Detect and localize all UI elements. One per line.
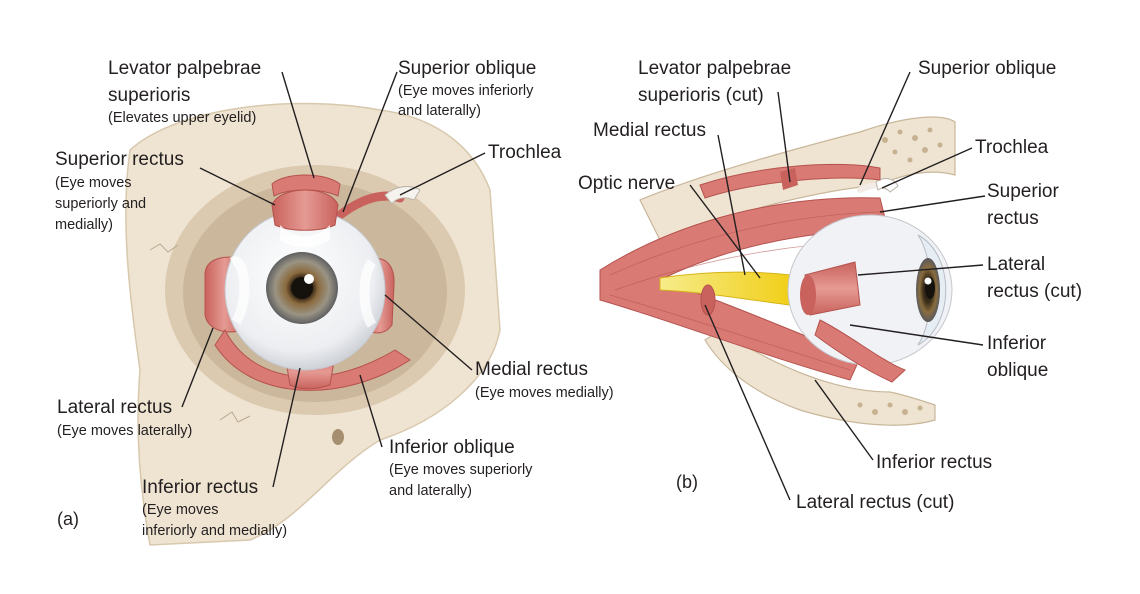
label-levator-palpebrae-line2: superioris <box>108 85 191 106</box>
leader-lines <box>181 71 986 501</box>
label-superior-oblique-a: Superior oblique <box>398 58 537 79</box>
label-lateral-rectus-a: Lateral rectus <box>57 397 173 418</box>
label-medial-rectus-a-note: (Eye moves medially) <box>475 385 614 401</box>
label-trochlea-a: Trochlea <box>488 142 562 163</box>
label-trochlea-b: Trochlea <box>975 137 1049 158</box>
label-superior-oblique-a-note1: (Eye moves inferiorly <box>398 83 534 99</box>
superior-rectus-muscle <box>271 189 339 231</box>
inferior-oblique-muscle <box>214 329 411 391</box>
label-superior-oblique-b: Superior oblique <box>918 58 1057 79</box>
label-superior-rectus-b-line1: Superior <box>987 181 1059 202</box>
medial-rectus-cut <box>700 284 716 316</box>
label-inferior-rectus-a-note2: inferiorly and medially) <box>142 523 288 539</box>
inferior-oblique-muscle-b <box>814 319 906 383</box>
label-superior-oblique-a-note2: and laterally) <box>398 103 482 119</box>
label-inferior-rectus-a-note1: (Eye moves <box>142 502 219 518</box>
label-levator-palpebrae-note: (Elevates upper eyelid) <box>108 110 257 126</box>
panel-label-a: (a) <box>57 509 79 529</box>
label-inferior-rectus-a: Inferior rectus <box>142 477 259 498</box>
label-medial-rectus-a: Medial rectus <box>475 359 588 380</box>
label-lateral-rectus-cut-right-line1: Lateral <box>987 254 1046 275</box>
label-levator-palpebrae-line1: Levator palpebrae <box>108 58 262 79</box>
trochlea <box>384 186 421 205</box>
panel-label-b: (b) <box>676 472 698 492</box>
label-inferior-oblique-b-line2: oblique <box>987 360 1049 381</box>
label-inferior-rectus-b: Inferior rectus <box>876 452 993 473</box>
label-superior-rectus-a-note3: medially) <box>55 217 114 233</box>
label-superior-rectus-b-line2: rectus <box>987 208 1039 229</box>
label-superior-rectus-a: Superior rectus <box>55 149 184 170</box>
label-inferior-oblique-b-line1: Inferior <box>987 333 1047 354</box>
label-superior-rectus-a-note2: superiorly and <box>55 196 147 212</box>
label-levator-cut-line2: superioris (cut) <box>638 85 764 106</box>
label-levator-cut-line1: Levator palpebrae <box>638 58 792 79</box>
label-lateral-rectus-cut-bottom: Lateral rectus (cut) <box>796 492 955 513</box>
label-medial-rectus-b: Medial rectus <box>593 120 706 141</box>
label-inferior-oblique-a-note1: (Eye moves superiorly <box>389 462 533 478</box>
label-superior-rectus-a-note1: (Eye moves <box>55 175 132 191</box>
levator-palpebrae-muscle <box>271 174 341 197</box>
orbit-floor-bone <box>704 329 936 426</box>
label-lateral-rectus-cut-right-line2: rectus (cut) <box>987 281 1083 302</box>
label-lateral-rectus-a-note: (Eye moves laterally) <box>57 423 193 439</box>
label-inferior-oblique-a-note2: and laterally) <box>389 483 473 499</box>
label-optic-nerve: Optic nerve <box>578 173 676 194</box>
panel-a-illustration <box>125 102 501 546</box>
label-inferior-oblique-a: Inferior oblique <box>389 437 515 458</box>
